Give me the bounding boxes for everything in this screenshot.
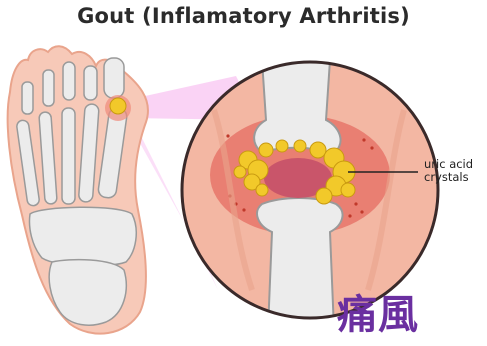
foot [8,46,148,333]
joint-crystals-small [110,98,126,114]
toe-4-phalanx [43,70,54,106]
metatarsal-3 [62,108,75,204]
zoom-bone-upper [254,60,340,154]
toe-5-phalanx [22,82,33,114]
callout-line-2: crystals [424,171,473,184]
toe-2-phalanx [84,66,97,100]
toe-3-phalanx [63,62,75,100]
callout-label: uric acid crystals [424,158,473,184]
gout-caption: 痛風 [337,282,419,340]
tarsal-bones [30,207,137,266]
toe-1-phalanx [104,58,124,98]
